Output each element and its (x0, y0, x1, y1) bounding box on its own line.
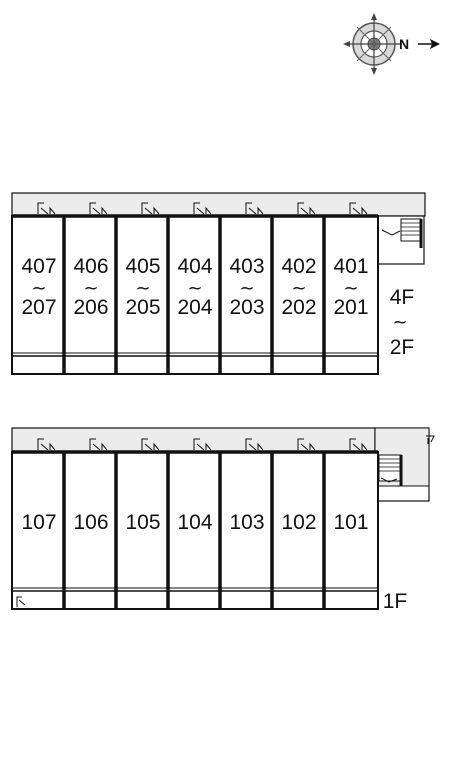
unit-201: 201 (333, 296, 368, 319)
lower-building-block (11, 427, 435, 610)
unit-range-separator: ~ (135, 278, 150, 299)
staircase-lower (378, 454, 403, 486)
unit-104: 104 (177, 511, 212, 534)
unit-range-separator: ~ (83, 278, 98, 299)
unit-404: 404 (177, 255, 212, 278)
unit-range-separator: ~ (291, 278, 306, 299)
unit-105: 105 (125, 511, 160, 534)
unit-402: 402 (281, 255, 316, 278)
garden-door-icon (16, 596, 26, 607)
unit-106: 106 (73, 511, 108, 534)
unit-405: 405 (125, 255, 160, 278)
floor-label-top: 4F (390, 286, 415, 309)
unit-206: 206 (73, 296, 108, 319)
compass-rose-icon (343, 13, 440, 75)
unit-202: 202 (281, 296, 316, 319)
unit-403: 403 (229, 255, 264, 278)
unit-401: 401 (333, 255, 368, 278)
unit-205: 205 (125, 296, 160, 319)
door-icons-upper (37, 202, 368, 215)
unit-101: 101 (333, 511, 368, 534)
unit-207: 207 (21, 296, 56, 319)
door-icons-lower (37, 438, 368, 451)
lower-unit-labels: 107 106 105 104 103 102 101 (21, 511, 368, 534)
unit-range-separator: ~ (239, 278, 254, 299)
unit-range-separator: ~ (343, 278, 358, 299)
upper-unit-labels: 407 ~ 207 406 ~ 206 405 ~ 205 404 ~ 204 … (21, 255, 368, 319)
unit-range-separator: ~ (31, 278, 46, 299)
upper-building-block (11, 192, 426, 375)
unit-407: 407 (21, 255, 56, 278)
unit-406: 406 (73, 255, 108, 278)
unit-203: 203 (229, 296, 264, 319)
unit-107: 107 (21, 511, 56, 534)
unit-103: 103 (229, 511, 264, 534)
staircase-upper (381, 218, 423, 248)
floor-range-separator: ~ (392, 312, 407, 333)
entrance-door-icon (426, 435, 435, 444)
floor-label-1f: 1F (383, 590, 408, 613)
unit-102: 102 (281, 511, 316, 534)
unit-range-separator: ~ (187, 278, 202, 299)
unit-204: 204 (177, 296, 212, 319)
floor-label-bottom: 2F (390, 336, 415, 359)
compass-north-label: N (399, 36, 409, 52)
